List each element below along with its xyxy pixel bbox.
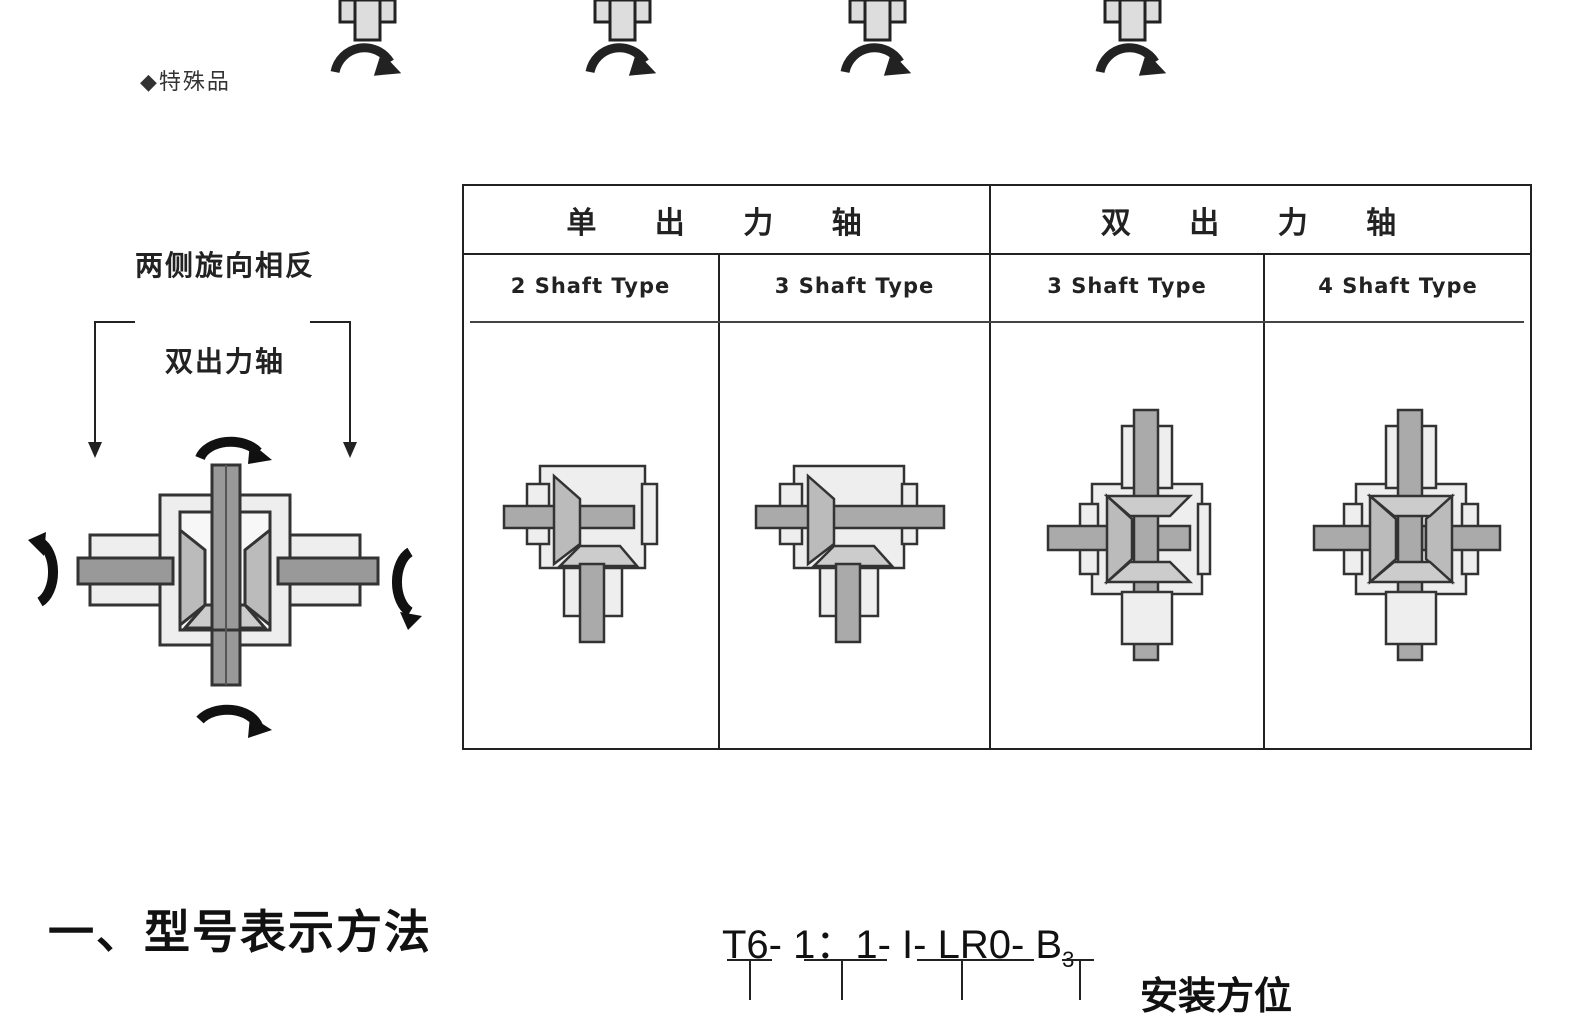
shaft-type-2-drawing	[502, 464, 659, 644]
opposite-rotation-title: 两侧旋向相反	[134, 249, 315, 282]
install-orientation-label: 安装方位	[1140, 974, 1293, 1018]
bottom-rotation-arrowhead	[248, 716, 272, 738]
shaft-type-4-drawing	[1312, 408, 1502, 662]
double-output-shaft-header: 双 出 力 轴	[1100, 206, 1421, 241]
col-2-shaft-type: 2 Shaft Type	[510, 274, 671, 298]
shaft-type-3-double-drawing	[1046, 408, 1212, 662]
right-shaft	[276, 533, 380, 607]
top-shaft-1	[330, 0, 402, 76]
right-down-arrow	[343, 442, 357, 458]
single-output-shaft-header: 单 出 力 轴	[566, 206, 886, 241]
col-3-shaft-type-single: 3 Shaft Type	[774, 274, 935, 298]
right-rotation-arrowhead	[400, 612, 422, 630]
shaft-type-table: 单 出 力 轴 双 出 力 轴 2 Shaft Type 3 Shaft Typ…	[462, 184, 1532, 750]
top-shaft-2	[585, 0, 657, 76]
top-shaft-4	[1095, 0, 1167, 76]
top-rotation-arrowhead	[248, 442, 272, 464]
left-down-arrow	[88, 442, 102, 458]
col-3-shaft-type-double: 3 Shaft Type	[1047, 274, 1207, 298]
model-designation-title: 一、型号表示方法	[48, 905, 432, 959]
model-code-underlines	[727, 959, 1094, 1000]
vertical-shaft	[210, 463, 242, 687]
special-product-note: ◆特殊品	[140, 70, 231, 95]
double-output-shaft-label: 双出力轴	[164, 345, 285, 378]
table-grid	[462, 184, 1532, 750]
col-4-shaft-type: 4 Shaft Type	[1318, 274, 1478, 298]
top-partial-drawings	[330, 0, 1167, 76]
top-shaft-3	[840, 0, 912, 76]
left-shaft	[76, 533, 175, 607]
bracket-arrows	[94, 321, 351, 450]
left-rotation-arrowhead	[28, 532, 46, 556]
shaft-type-3-single-drawing	[754, 464, 946, 644]
double-shaft-rotation-diagram	[28, 321, 422, 738]
